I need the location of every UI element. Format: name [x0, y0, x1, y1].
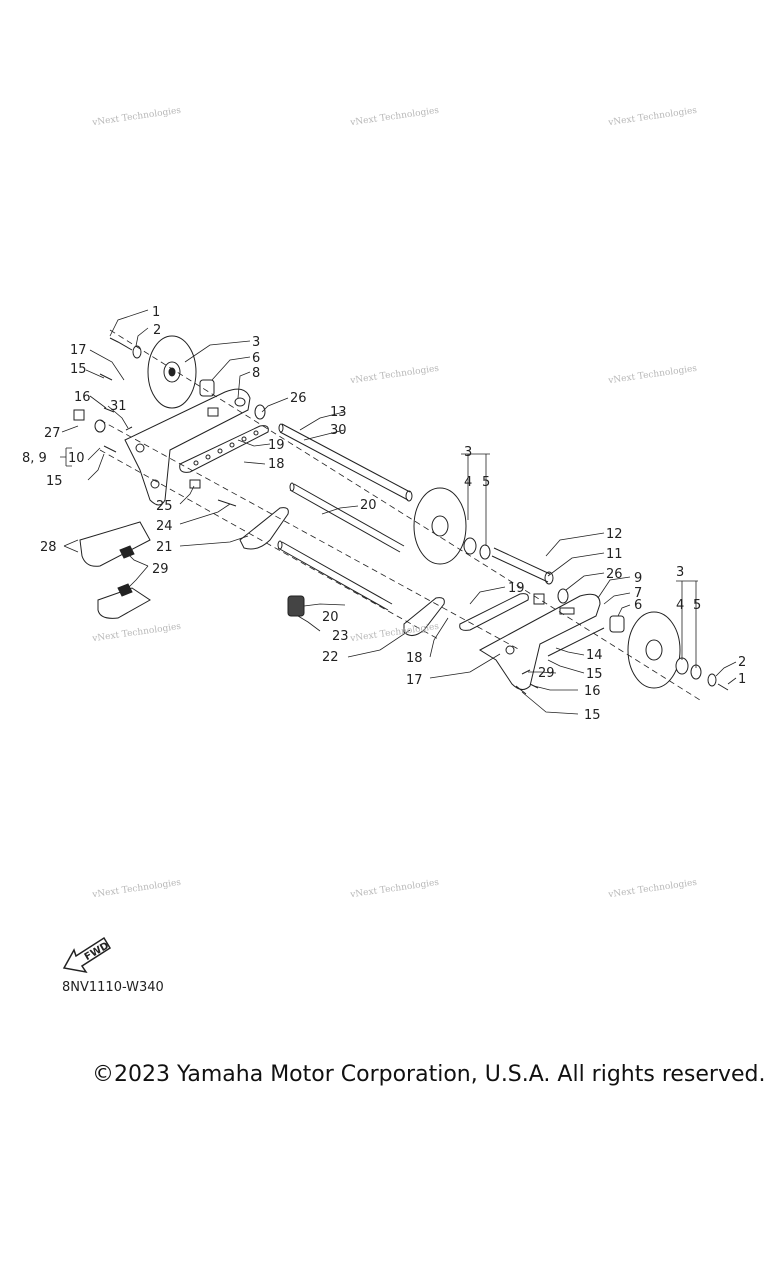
stopper-21 — [239, 507, 289, 550]
collar-6-left — [199, 379, 215, 397]
callout-21: 21 — [156, 540, 173, 555]
callout-2-left: 2 — [153, 323, 161, 338]
callout-15-right-lower: 15 — [584, 708, 601, 723]
shaft-20-lower — [277, 541, 393, 611]
callout-15-right: 15 — [586, 667, 603, 682]
callout-15-left-lower: 15 — [46, 474, 63, 489]
stopper-22 — [403, 597, 445, 636]
bearing-4-center — [463, 537, 477, 555]
diagram-code: 8NV1110-W340 — [62, 980, 164, 995]
callout-8-9: 8, 9 — [22, 451, 47, 466]
callout-11: 11 — [606, 547, 623, 562]
callout-6-left: 6 — [252, 351, 260, 366]
callout-13: 13 — [330, 405, 347, 420]
callout-26-right: 26 — [606, 567, 623, 582]
callout-18-upper: 18 — [268, 457, 285, 472]
bracket-28-upper — [79, 521, 151, 567]
callout-14: 14 — [586, 648, 603, 663]
bolt-1-right — [717, 683, 729, 691]
idler-wheel-center — [413, 487, 467, 565]
callout-16-right: 16 — [584, 684, 601, 699]
shaft-20-middle — [289, 483, 405, 553]
callout-8-left: 8 — [252, 366, 260, 381]
copyright-notice: ©2023 Yamaha Motor Corporation, U.S.A. A… — [92, 1062, 766, 1087]
spring-23 — [287, 595, 305, 617]
callout-3-center: 3 — [464, 445, 472, 460]
callout-20-lower: 20 — [322, 610, 339, 625]
callout-15-left: 15 — [70, 362, 87, 377]
callout-17-left: 17 — [70, 343, 87, 358]
callout-29-left: 29 — [152, 562, 169, 577]
fastener-15-right — [515, 685, 527, 695]
callout-29-right: 29 — [538, 666, 555, 681]
bushing-11 — [533, 593, 545, 605]
slider-19-upper — [179, 425, 269, 473]
idler-wheel-right — [627, 611, 681, 689]
callout-30: 30 — [330, 423, 347, 438]
circlip-5-center — [479, 544, 491, 560]
callout-5-right: 5 — [693, 598, 701, 613]
callout-25: 25 — [156, 499, 173, 514]
callout-24: 24 — [156, 519, 173, 534]
collar-12 — [491, 547, 551, 583]
washer-2-right — [707, 673, 717, 687]
fastener-15-left — [99, 373, 113, 381]
fastener-29-right — [521, 669, 531, 675]
callout-4-right: 4 — [676, 598, 684, 613]
callout-5-center: 5 — [482, 475, 490, 490]
callout-3-left: 3 — [252, 335, 260, 350]
callout-2-right: 2 — [738, 655, 746, 670]
callout-31: 31 — [110, 399, 127, 414]
callout-1-right: 1 — [738, 672, 746, 687]
callout-10: 10 — [68, 451, 85, 466]
washer-26-left — [254, 404, 266, 420]
callout-23: 23 — [332, 629, 349, 644]
callout-4-center: 4 — [464, 475, 472, 490]
callout-12: 12 — [606, 527, 623, 542]
callout-9-right: 9 — [634, 571, 642, 586]
callout-16-left: 16 — [74, 390, 91, 405]
shaft-13 — [279, 423, 411, 501]
bearing-4-right — [675, 657, 689, 675]
callout-20-middle: 20 — [360, 498, 377, 513]
fwd-arrow-icon: FWD — [62, 936, 112, 974]
slider-holes-upper — [193, 430, 259, 466]
nut-25 — [189, 479, 201, 489]
fastener-16-left — [103, 407, 115, 413]
callout-18-lower: 18 — [406, 651, 423, 666]
fastener-15-left-lower — [103, 445, 117, 453]
callout-28: 28 — [40, 540, 57, 555]
callout-27: 27 — [44, 426, 61, 441]
washer-2-left — [132, 345, 142, 359]
slider-19-lower — [459, 593, 529, 631]
callout-26-left: 26 — [290, 391, 307, 406]
nut-27 — [73, 409, 85, 421]
fastener-31 — [125, 426, 133, 431]
collar-6-right — [609, 615, 625, 633]
callout-22: 22 — [322, 650, 339, 665]
shaft-14 — [547, 627, 605, 657]
callout-17-lower: 17 — [406, 673, 423, 688]
pivot-arm-left — [124, 388, 251, 506]
callout-6-right: 6 — [634, 598, 642, 613]
washer-26-right — [557, 588, 569, 604]
bolt-24 — [217, 499, 237, 507]
clip-29-upper — [119, 545, 135, 559]
bracket-28-lower — [97, 587, 151, 619]
callout-3-right: 3 — [676, 565, 684, 580]
bolt-1-left — [109, 337, 133, 351]
callout-19-lower: 19 — [508, 581, 525, 596]
callout-7: 7 — [634, 586, 642, 601]
callout-1-left: 1 — [152, 305, 160, 320]
callout-19-upper: 19 — [268, 438, 285, 453]
